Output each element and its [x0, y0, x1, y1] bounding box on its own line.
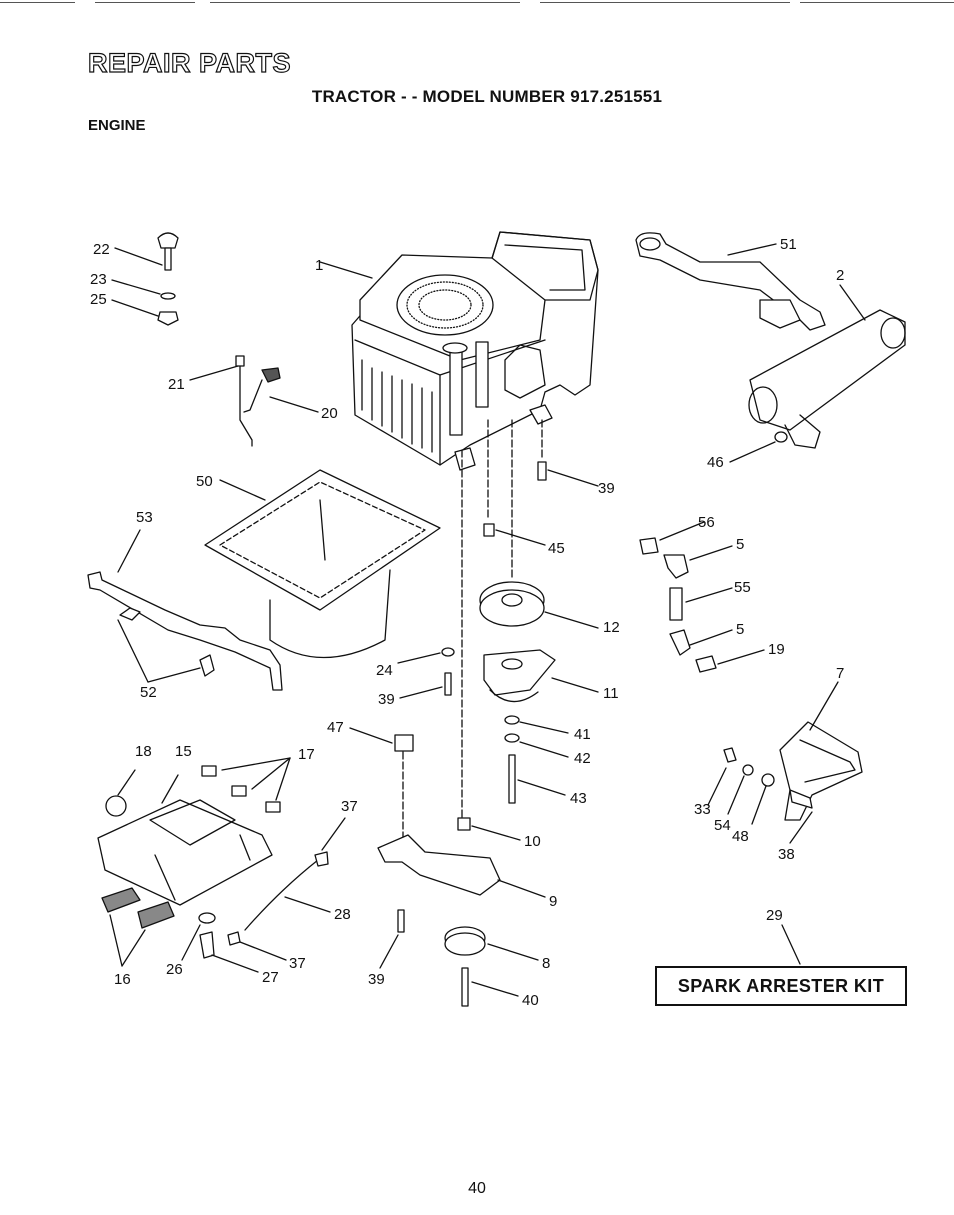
callout-47: 47: [327, 719, 344, 736]
callout-43: 43: [570, 790, 587, 807]
callout-8: 8: [542, 955, 551, 972]
callout-17: 17: [298, 746, 315, 763]
callout-41: 41: [574, 726, 591, 743]
clutch-pulley-stack: [461, 419, 599, 821]
callout-24: 24: [376, 662, 393, 679]
callout-16: 16: [114, 971, 131, 988]
callout-9: 9: [549, 893, 558, 910]
top-border-rule: [0, 2, 954, 4]
exhaust-assembly: [635, 232, 906, 463]
callout-25: 25: [90, 291, 107, 308]
callout-5b: 5: [736, 621, 745, 638]
engine-mount-frame: [97, 757, 346, 973]
callout-37b: 37: [289, 955, 306, 972]
callout-5a: 5: [736, 536, 745, 553]
page-title: REPAIR PARTS: [87, 47, 292, 78]
callout-39b: 39: [378, 691, 395, 708]
callout-38: 38: [778, 846, 795, 863]
callout-39c: 39: [368, 971, 385, 988]
callout-55: 55: [734, 579, 751, 596]
model-subtitle: TRACTOR - - MODEL NUMBER 917.251551: [311, 87, 663, 106]
callout-11: 11: [603, 685, 619, 702]
callout-27: 27: [262, 969, 279, 986]
callout-18: 18: [135, 743, 152, 760]
callout-52: 52: [140, 684, 157, 701]
parts-22-23-25: [111, 232, 179, 326]
callout-54: 54: [714, 817, 731, 834]
section-heading: ENGINE: [88, 117, 146, 134]
parts-20-21-control: [189, 355, 319, 447]
callout-37a: 37: [341, 798, 358, 815]
leader-1: [319, 261, 373, 279]
callout-56: 56: [698, 514, 715, 531]
callout-40: 40: [522, 992, 539, 1009]
spark-arrester-kit-box: SPARK ARRESTER KIT: [655, 966, 907, 1006]
callout-22: 22: [93, 241, 110, 258]
callout-1: 1: [315, 257, 324, 274]
callout-23: 23: [90, 271, 107, 288]
callout-12: 12: [603, 619, 620, 636]
callout-53: 53: [136, 509, 153, 526]
callout-42: 42: [574, 750, 591, 767]
callout-28: 28: [334, 906, 351, 923]
callout-50: 50: [196, 473, 213, 490]
engine-block: [351, 231, 599, 471]
callout-15: 15: [175, 743, 192, 760]
callout-48: 48: [732, 828, 749, 845]
callout-20: 20: [321, 405, 338, 422]
oil-drain-fittings: [639, 521, 765, 673]
callout-51: 51: [780, 236, 797, 253]
callout-19: 19: [768, 641, 785, 658]
lower-mount-parts: [349, 647, 546, 1007]
callout-26: 26: [166, 961, 183, 978]
callout-21: 21: [168, 376, 185, 393]
page-number: 40: [468, 1180, 486, 1197]
callout-39a: 39: [598, 480, 615, 497]
part-50-base-pan: [204, 469, 441, 659]
callout-10: 10: [524, 833, 541, 850]
part-53-bracket: [87, 529, 283, 691]
callout-46: 46: [707, 454, 724, 471]
callout-45: 45: [548, 540, 565, 557]
spark-arrester-parts: [707, 681, 863, 965]
callout-2: 2: [836, 267, 845, 284]
callout-29: 29: [766, 907, 783, 924]
callout-33: 33: [694, 801, 711, 818]
callout-7: 7: [836, 665, 845, 682]
